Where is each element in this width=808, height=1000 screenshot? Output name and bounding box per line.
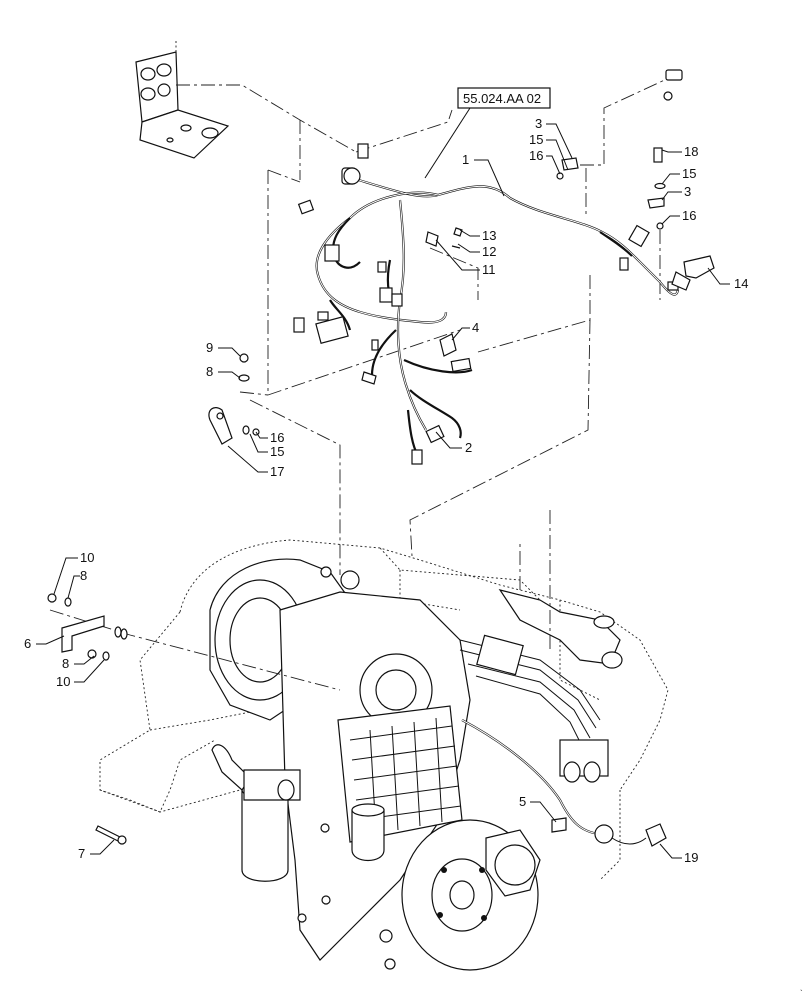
callout-11[interactable]: 11: [482, 262, 496, 277]
callouts: 1 2 3 3 4 5 6 7 8 8 8 9 10: [24, 116, 748, 865]
callout-8c[interactable]: 8: [206, 364, 213, 379]
callout-8b[interactable]: 8: [62, 656, 69, 671]
callout-19[interactable]: 19: [684, 850, 698, 865]
reference-box-label: 55.024.AA 02: [463, 91, 541, 106]
callout-15a[interactable]: 15: [529, 132, 543, 147]
transmission-assembly: [95, 510, 669, 971]
callout-16c[interactable]: 16: [270, 430, 284, 445]
callout-14[interactable]: 14: [734, 276, 748, 291]
corner-mark: `: [800, 989, 803, 998]
mounting-plate: [135, 40, 230, 159]
reference-box[interactable]: 55.024.AA 02: [457, 87, 551, 109]
reference-leader: [424, 107, 471, 179]
callout-7[interactable]: 7: [78, 846, 85, 861]
callout-16b[interactable]: 16: [682, 208, 696, 223]
callout-5[interactable]: 5: [519, 794, 526, 809]
callout-12[interactable]: 12: [482, 244, 496, 259]
callout-18[interactable]: 18: [684, 144, 698, 159]
callout-4[interactable]: 4: [472, 320, 479, 335]
bracket-6-assembly: [47, 593, 341, 691]
callout-10a[interactable]: 10: [80, 550, 94, 565]
callout-15c[interactable]: 15: [270, 444, 284, 459]
callout-10b[interactable]: 10: [56, 674, 70, 689]
callout-16a[interactable]: 16: [529, 148, 543, 163]
callout-9[interactable]: 9: [206, 340, 213, 355]
hardware-top-right: [451, 69, 715, 291]
callout-3b[interactable]: 3: [684, 184, 691, 199]
wire-harness[interactable]: [293, 143, 680, 465]
callout-2[interactable]: 2: [465, 440, 472, 455]
callout-8a[interactable]: 8: [80, 568, 87, 583]
callout-13[interactable]: 13: [482, 228, 496, 243]
callout-1[interactable]: 1: [462, 152, 469, 167]
callout-15b[interactable]: 15: [682, 166, 696, 181]
callout-3a[interactable]: 3: [535, 116, 542, 131]
callout-17[interactable]: 17: [270, 464, 284, 479]
hardware-left: [208, 353, 260, 445]
callout-6[interactable]: 6: [24, 636, 31, 651]
alignment-lines-upper: [176, 71, 683, 575]
